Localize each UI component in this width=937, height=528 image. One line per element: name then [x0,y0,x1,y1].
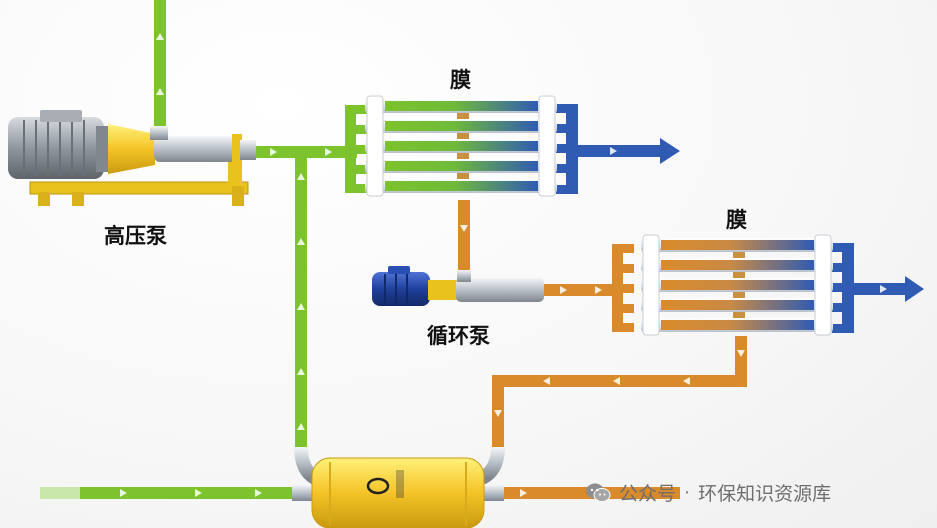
membrane-1-tube [365,159,557,173]
membrane-1-module [365,95,557,197]
membrane-2-tube [641,278,833,292]
feed-pipes [40,0,367,499]
watermark-account: 环保知识资源库 [698,483,832,505]
membrane-2-tube [641,318,833,332]
membrane-1-tube [365,179,557,193]
pump-motor [8,110,108,179]
high-pressure-pump-label: 高压泵 [104,224,167,248]
membrane-1-tube [365,119,557,133]
watermark: 公众号 · 环保知识资源库 [585,479,831,506]
membrane-1-tube [365,139,557,153]
membrane-1-tube [365,99,557,113]
filter-housing [311,457,485,528]
circulation-pump [372,266,544,306]
pump-base-frame [29,181,249,195]
concentrate-pipe-from-membrane-1 [458,200,470,278]
membrane-2-tube [641,258,833,272]
wechat-icon [586,483,611,502]
flow-chevrons [120,33,887,497]
circulation-pump-label: 循环泵 [427,324,490,348]
feed-pipe-top-vertical [154,0,166,140]
feed-pipe-recycle-vertical [295,146,307,451]
membrane-2-label: 膜 [726,208,747,232]
permeate-pipes [556,104,924,333]
pump-coupling-bell [108,124,155,174]
circulation-pump-motor [372,272,430,306]
membrane-2-tube [641,298,833,312]
membrane-1-permeate-outlet [578,145,663,157]
concentrate-pipe-to-membrane-2 [540,284,620,296]
membrane-2-tube [641,238,833,252]
membrane-1-label: 膜 [450,68,471,92]
watermark-separator: · [684,481,691,504]
membrane-2-module [641,234,833,336]
concentrate-return-vertical [735,336,747,386]
filter-logo-icon [366,477,390,495]
high-pressure-pump [8,110,256,206]
membrane-2-permeate-arrow [905,276,924,302]
cartridge-filter [292,446,505,528]
feed-pipe-bottom-inlet [40,487,295,499]
membrane-1-permeate-arrow [660,138,680,164]
watermark-source: 公众号 [619,483,677,505]
